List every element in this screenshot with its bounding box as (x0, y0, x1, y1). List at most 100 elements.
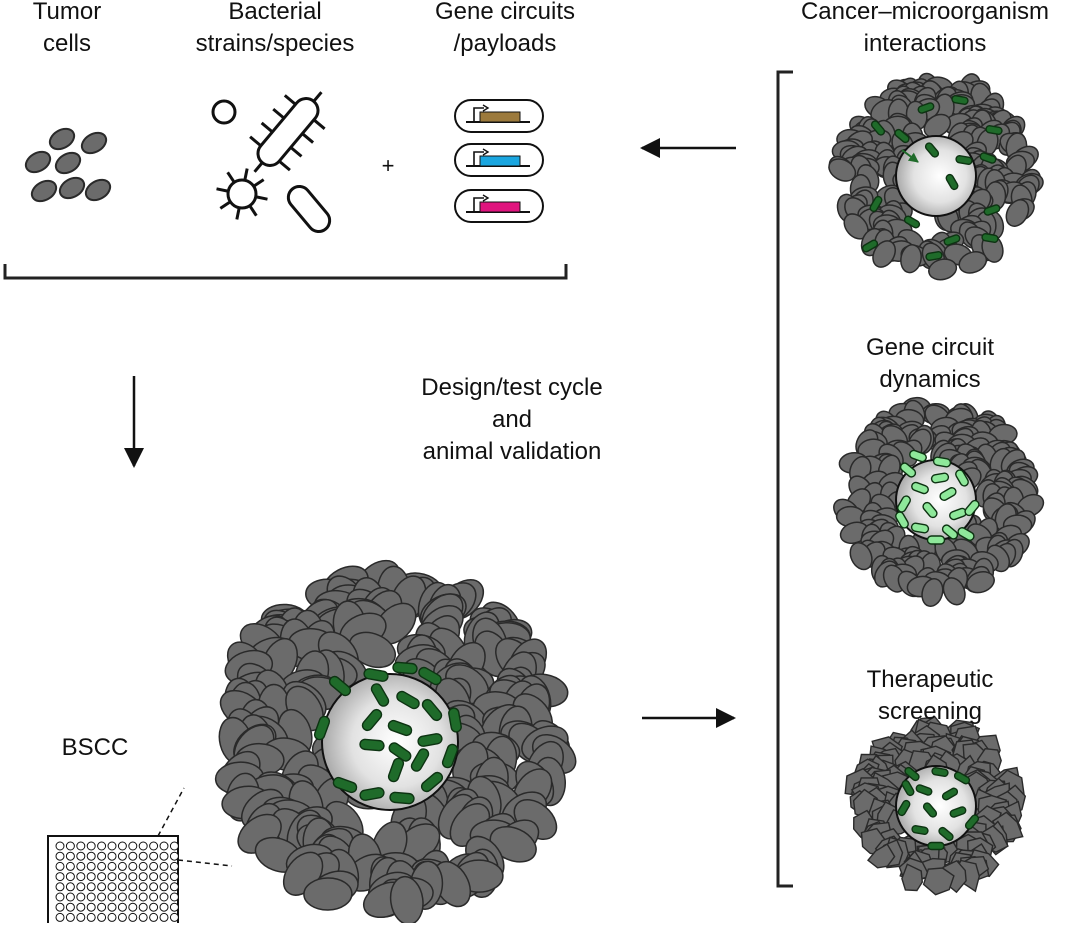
well (169, 851, 179, 861)
coccus-icon (211, 99, 237, 125)
necrotic-core (895, 135, 977, 217)
well (149, 851, 159, 861)
well (86, 882, 96, 892)
well (117, 902, 127, 912)
well (55, 851, 65, 861)
bacterium (922, 501, 938, 519)
well (107, 851, 117, 861)
well (55, 882, 65, 892)
bacterium (951, 95, 969, 105)
tumor-cell (921, 578, 944, 607)
well (138, 912, 148, 922)
bacterium (421, 698, 443, 722)
bacteria-icons (211, 91, 332, 233)
well (65, 861, 75, 871)
bacterium (930, 472, 950, 484)
well (159, 902, 169, 912)
well (149, 872, 159, 882)
label-plus: + (381, 153, 395, 178)
bacterium (410, 748, 430, 772)
bacterium (955, 155, 973, 165)
well (117, 892, 127, 902)
tumor-cell (928, 258, 958, 281)
bacterium (897, 495, 911, 513)
flagellated-coccus-icon (216, 168, 268, 220)
bacterium (949, 806, 967, 818)
label-cancer-line1: Cancer–microorganism (800, 0, 1050, 25)
tumor-cell (48, 127, 76, 151)
well (97, 861, 107, 871)
well (65, 892, 75, 902)
label-bscc: BSCC (61, 734, 129, 761)
well (138, 872, 148, 882)
bacterium (964, 814, 980, 830)
label-dynamics-line1: Gene circuit (865, 334, 995, 361)
bacterium (957, 527, 975, 541)
label-gene-circuit-dynamics: Gene circuit dynamics (830, 332, 1030, 396)
tumor-cell (942, 577, 966, 606)
well (107, 912, 117, 922)
well (107, 882, 117, 892)
payload-plasmids (454, 99, 544, 223)
well (169, 841, 179, 851)
bacterium (370, 683, 390, 707)
label-bacterial-line1: Bacterial (228, 0, 322, 25)
well (107, 902, 117, 912)
tumor-cell (958, 251, 988, 274)
well (169, 882, 179, 892)
bacterium (418, 666, 442, 686)
bacterium (396, 690, 420, 710)
bacterium (894, 128, 910, 144)
bacterium (917, 102, 935, 114)
well (159, 851, 169, 861)
bacterium (899, 462, 917, 478)
well (76, 882, 86, 892)
well (55, 841, 65, 851)
well (86, 851, 96, 861)
bacterium (359, 787, 385, 801)
well (107, 872, 117, 882)
tumor-cell (849, 541, 873, 571)
tumor-cell (922, 867, 955, 896)
well (159, 861, 169, 871)
well (86, 902, 96, 912)
bacterium (904, 766, 920, 782)
well (117, 851, 127, 861)
bacterium (903, 215, 921, 229)
well (169, 902, 179, 912)
bacterium (332, 776, 358, 794)
well (169, 872, 179, 882)
well (55, 861, 65, 871)
well (159, 872, 169, 882)
bacterium (939, 487, 957, 501)
label-design-line2: and (491, 406, 533, 433)
bacterium (387, 757, 405, 783)
bscc-spheroid-large (214, 559, 577, 926)
well (76, 872, 86, 882)
invasion-arrow-icon (901, 149, 919, 163)
label-design-cycle: Design/test cycle and animal validation (392, 372, 632, 468)
well (65, 841, 75, 851)
bacterium (927, 841, 945, 851)
bacterium (943, 234, 961, 246)
bacterium (911, 825, 929, 835)
bacterium (941, 524, 959, 540)
bacterium (441, 743, 459, 769)
well (117, 861, 127, 871)
tumor-cell (54, 151, 82, 175)
well (138, 892, 148, 902)
well (55, 912, 65, 922)
tumor-cell (30, 179, 58, 203)
well (149, 902, 159, 912)
well (76, 841, 86, 851)
bacterium (448, 707, 462, 733)
microwell-plate-icon (47, 787, 233, 927)
plasmid-icon (454, 143, 544, 177)
well (76, 861, 86, 871)
label-cancer-line2: interactions (863, 30, 987, 57)
bacterium (925, 251, 943, 261)
bacterium (981, 233, 999, 243)
output-bracket (776, 70, 793, 888)
well (169, 861, 179, 871)
